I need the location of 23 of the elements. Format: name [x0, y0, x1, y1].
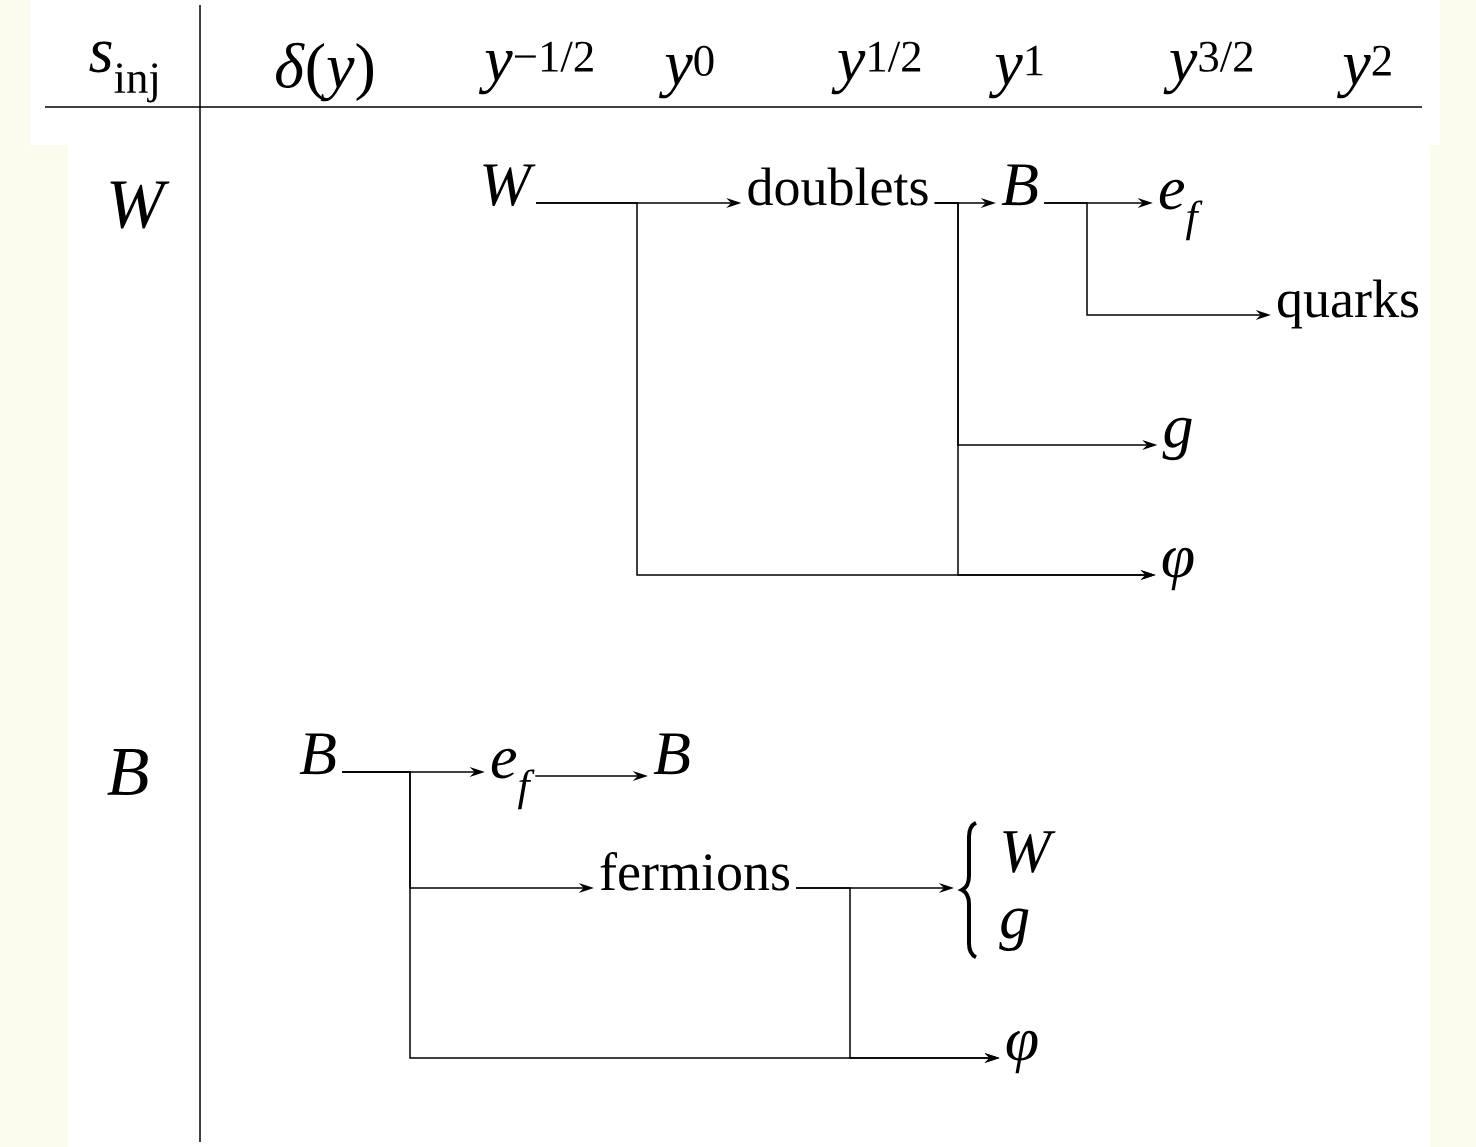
axis-label: y$^{2}$ [1337, 45, 1391, 99]
axis-label: y$^{0}$ [659, 45, 714, 99]
symbol-text: φ [1162, 547, 1194, 591]
axis-label: y$^{1}$ [989, 45, 1043, 99]
axis-label: y$^{−1/2}$ [478, 41, 593, 95]
symbol-text: e$_{f}$ [491, 748, 535, 810]
label-text: fermions [600, 852, 790, 891]
row-label: W [110, 181, 170, 229]
axis-label: s$_{inj}$ [89, 41, 157, 103]
axis-label: y$^{3/2}$ [1163, 41, 1253, 95]
axis-label: y$^{1/2}$ [831, 41, 921, 95]
label-text: doublets [748, 167, 928, 206]
row-label: B [107, 749, 148, 795]
symbol-text: B [653, 733, 690, 775]
label-text: quarks [1277, 279, 1419, 329]
axis-label: δ(y) [276, 42, 374, 102]
symbol-text: g [1162, 417, 1192, 461]
symbol-text: φ [1006, 1030, 1038, 1074]
brace-group: W g [960, 821, 1056, 959]
symbol-text: B [299, 733, 336, 775]
symbol-text: B [1001, 164, 1038, 206]
symbol-text: e$_{f}$ [1159, 179, 1203, 241]
symbol-text: W [483, 164, 536, 206]
